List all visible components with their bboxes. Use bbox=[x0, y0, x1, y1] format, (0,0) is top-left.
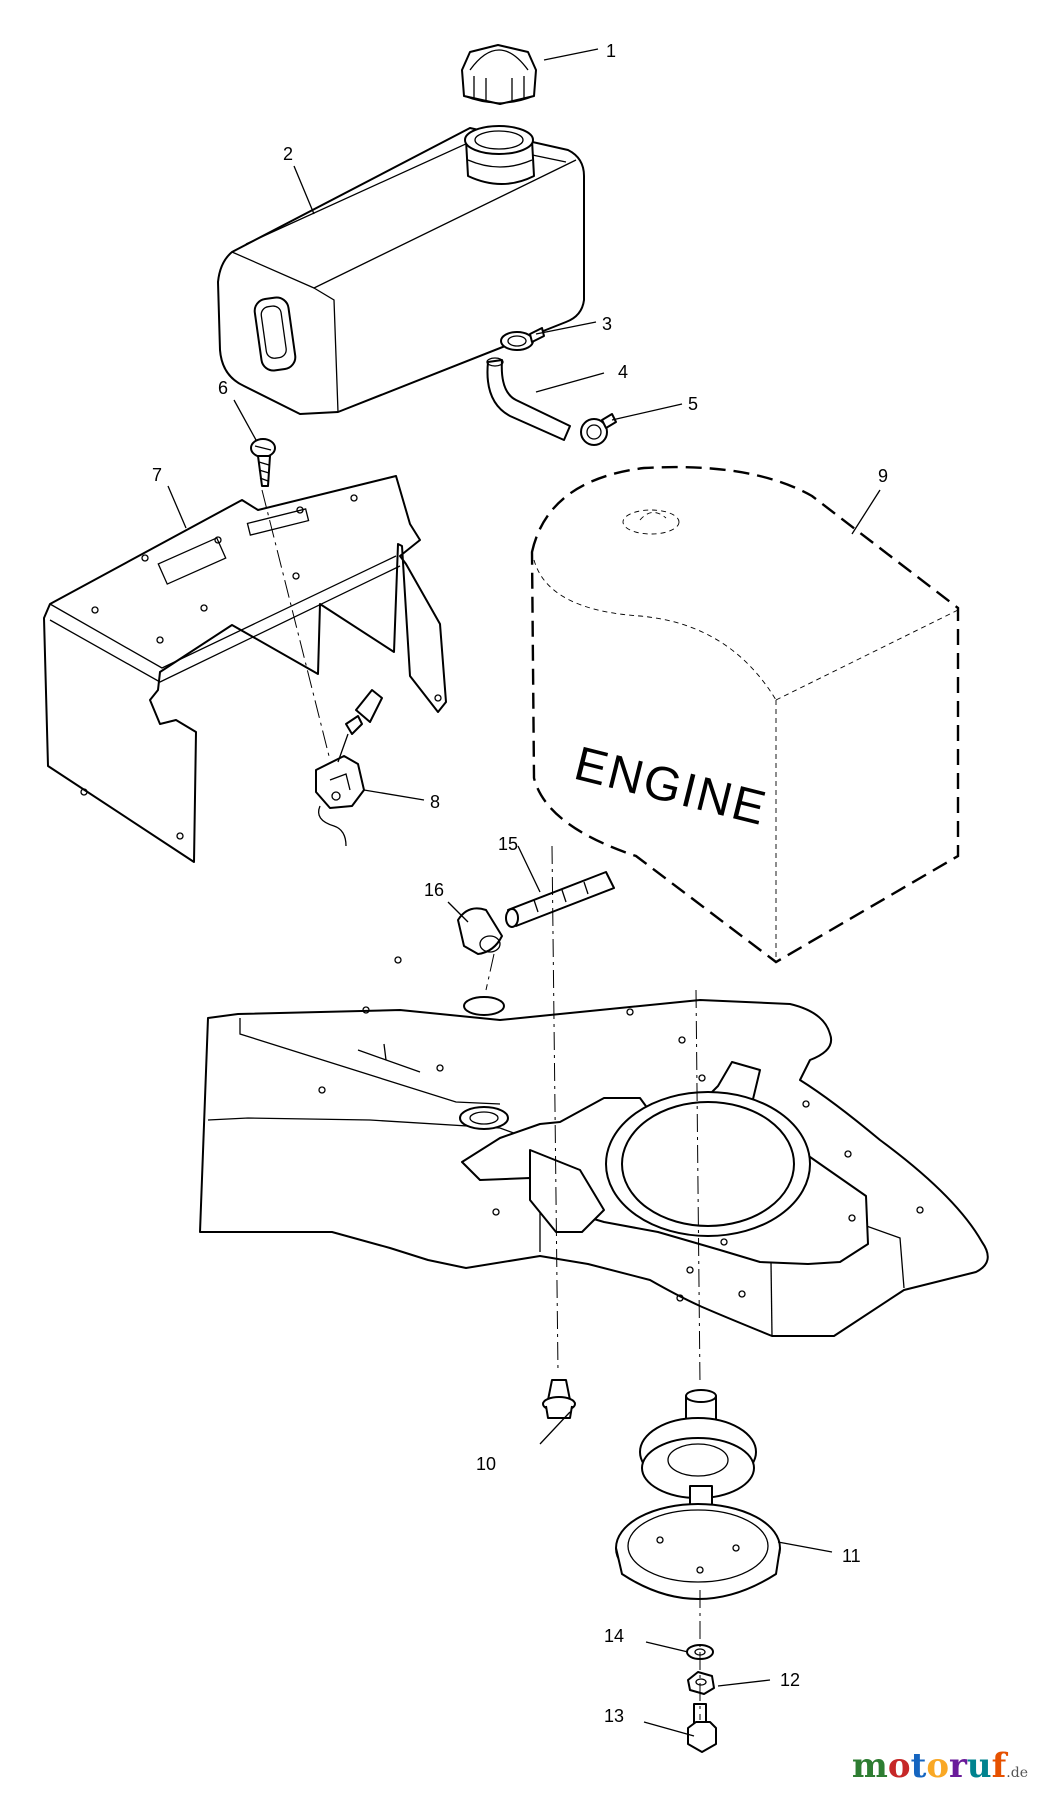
callout-8: 8 bbox=[430, 792, 440, 812]
callout-7: 7 bbox=[152, 465, 162, 485]
pulley-assembly bbox=[615, 1389, 781, 1600]
watermark-letter: m bbox=[851, 1746, 888, 1786]
center-lines bbox=[261, 489, 701, 1720]
callout-16: 16 bbox=[424, 880, 444, 900]
watermark-letter: f bbox=[991, 1746, 1007, 1786]
watermark-logo: motoruf.de bbox=[852, 1746, 1028, 1786]
shaft-15 bbox=[505, 871, 615, 928]
callout-2: 2 bbox=[283, 144, 293, 164]
bolt-13 bbox=[687, 1703, 717, 1753]
plug-16 bbox=[457, 907, 505, 1016]
watermark-letter: u bbox=[966, 1746, 992, 1786]
hose-clamp-lower bbox=[580, 413, 617, 446]
engine-label: ENGINE bbox=[569, 737, 772, 836]
callout-12: 12 bbox=[780, 1670, 800, 1690]
hose-clamp-upper bbox=[500, 327, 545, 351]
frame-deck bbox=[199, 956, 989, 1337]
callout-13: 13 bbox=[604, 1706, 624, 1726]
callout-11: 11 bbox=[842, 1546, 861, 1566]
watermark-letter: r bbox=[949, 1746, 967, 1786]
watermark-letter: o bbox=[926, 1746, 949, 1786]
fuel-hose bbox=[486, 357, 571, 441]
bolt-10 bbox=[542, 1379, 576, 1419]
watermark-letter: t bbox=[910, 1746, 927, 1786]
callout-4: 4 bbox=[618, 362, 628, 382]
throttle-control bbox=[315, 689, 383, 847]
screw-6 bbox=[250, 438, 276, 487]
callouts: 1 2 3 4 5 6 7 8 9 10 11 12 13 14 15 16 bbox=[152, 41, 888, 1737]
watermark-tld: .de bbox=[1006, 1765, 1028, 1781]
callout-10: 10 bbox=[476, 1454, 496, 1474]
watermark-letter: o bbox=[887, 1746, 911, 1786]
callout-3: 3 bbox=[602, 314, 612, 334]
callout-9: 9 bbox=[878, 466, 888, 486]
fuel-tank bbox=[217, 125, 585, 415]
dash-panel bbox=[43, 475, 447, 863]
nut-12 bbox=[687, 1671, 715, 1695]
callout-15: 15 bbox=[498, 834, 518, 854]
callout-14: 14 bbox=[604, 1626, 624, 1646]
callout-1: 1 bbox=[606, 41, 616, 61]
callout-6: 6 bbox=[218, 378, 228, 398]
callout-5: 5 bbox=[688, 394, 698, 414]
fuel-cap bbox=[461, 44, 537, 105]
watermark-text: motoruf bbox=[852, 1746, 1006, 1786]
